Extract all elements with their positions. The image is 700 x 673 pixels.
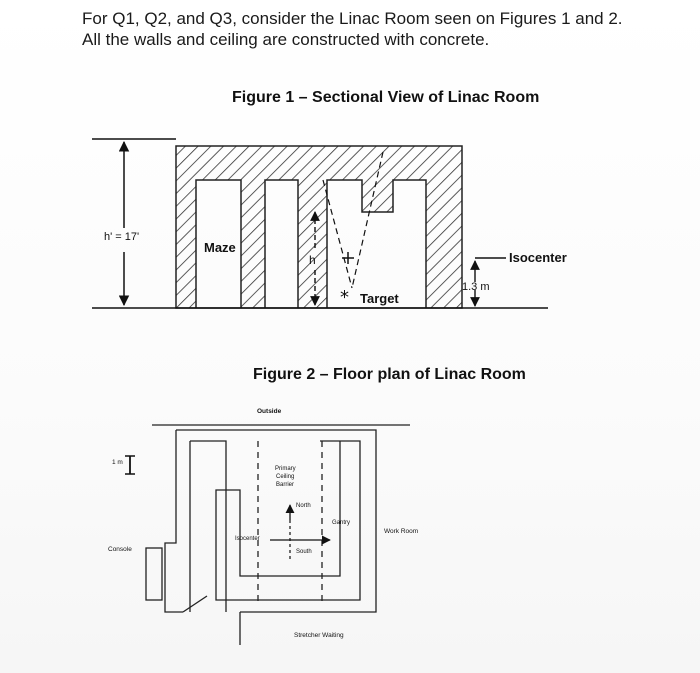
intro-line-2: All the walls and ceiling are constructe…: [82, 30, 490, 49]
stretcher-label: Stretcher Waiting: [294, 632, 344, 639]
primary-barrier-label-1: Primary: [275, 466, 296, 472]
target-star-icon: *: [340, 287, 349, 308]
concrete-walls-ceiling: [175, 145, 463, 309]
outside-label: Outside: [257, 408, 282, 415]
primary-barrier-label-2: Ceiling: [276, 474, 295, 480]
console-block: [145, 547, 163, 601]
figure-1-sectional-view: *: [92, 138, 548, 309]
north-label: North: [296, 503, 311, 509]
work-room-label: Work Room: [384, 528, 419, 535]
gantry-label: Gantry: [332, 520, 351, 526]
beam-left: [322, 179, 353, 289]
console-label: Console: [108, 546, 132, 553]
maze-wall-3: [215, 440, 361, 601]
isocenter-label: Isocenter: [509, 250, 567, 265]
primary-barrier-label-3: Barrier: [276, 482, 295, 488]
figure-2-floor-plan: [125, 424, 410, 645]
intro-text: For Q1, Q2, and Q3, consider the Linac R…: [82, 8, 682, 50]
h-prime-label: h' = 17': [104, 231, 140, 243]
maze-wall-1: [190, 440, 227, 612]
figure-1-title: Figure 1 – Sectional View of Linac Room: [232, 89, 540, 106]
floor-isocenter-label: Isocenter: [235, 536, 260, 542]
scale-label: 1 m: [112, 459, 123, 466]
south-label: South: [296, 549, 312, 555]
beam-right: [351, 151, 384, 289]
room-outline: [176, 429, 377, 613]
figure-2-title: Figure 2 – Floor plan of Linac Room: [253, 366, 526, 383]
intro-line-1: For Q1, Q2, and Q3, consider the Linac R…: [82, 9, 623, 28]
left-wall: [164, 430, 183, 613]
maze-label: Maze: [204, 240, 236, 255]
door-swing: [182, 595, 208, 613]
h-label: h: [309, 253, 316, 267]
target-label: Target: [360, 291, 399, 306]
distance-label: 1.3 m: [462, 281, 490, 293]
